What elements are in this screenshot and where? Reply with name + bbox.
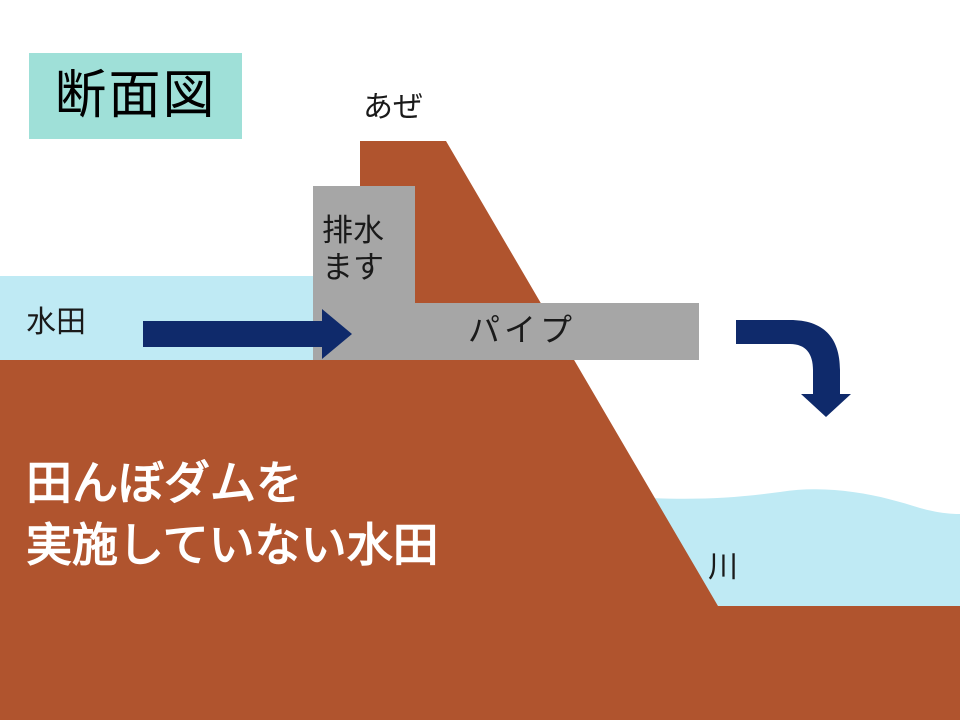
- soil-ground: [0, 141, 960, 720]
- page-title: 断面図: [54, 66, 217, 126]
- paddy-label: 水田: [26, 305, 86, 340]
- caption-line2: 実施していない水田: [26, 518, 439, 572]
- drain-box-label-line2: ます: [322, 250, 384, 287]
- river-water: [650, 489, 960, 606]
- pipe: [313, 303, 699, 360]
- drain-box-label: 排水 ます: [322, 213, 412, 287]
- pipe-label: パイプ: [468, 311, 577, 349]
- caption: 田んぼダムを 実施していない水田: [26, 452, 439, 576]
- drain-box-label-line1: 排水: [322, 213, 384, 249]
- right-arrow-icon: [143, 309, 352, 359]
- caption-line1: 田んぼダムを: [26, 456, 302, 510]
- title-box: 断面図: [29, 53, 242, 139]
- curved-down-arrow-icon: [736, 320, 851, 417]
- river-label: 川: [708, 550, 738, 585]
- aze-label: あぜ: [363, 90, 423, 125]
